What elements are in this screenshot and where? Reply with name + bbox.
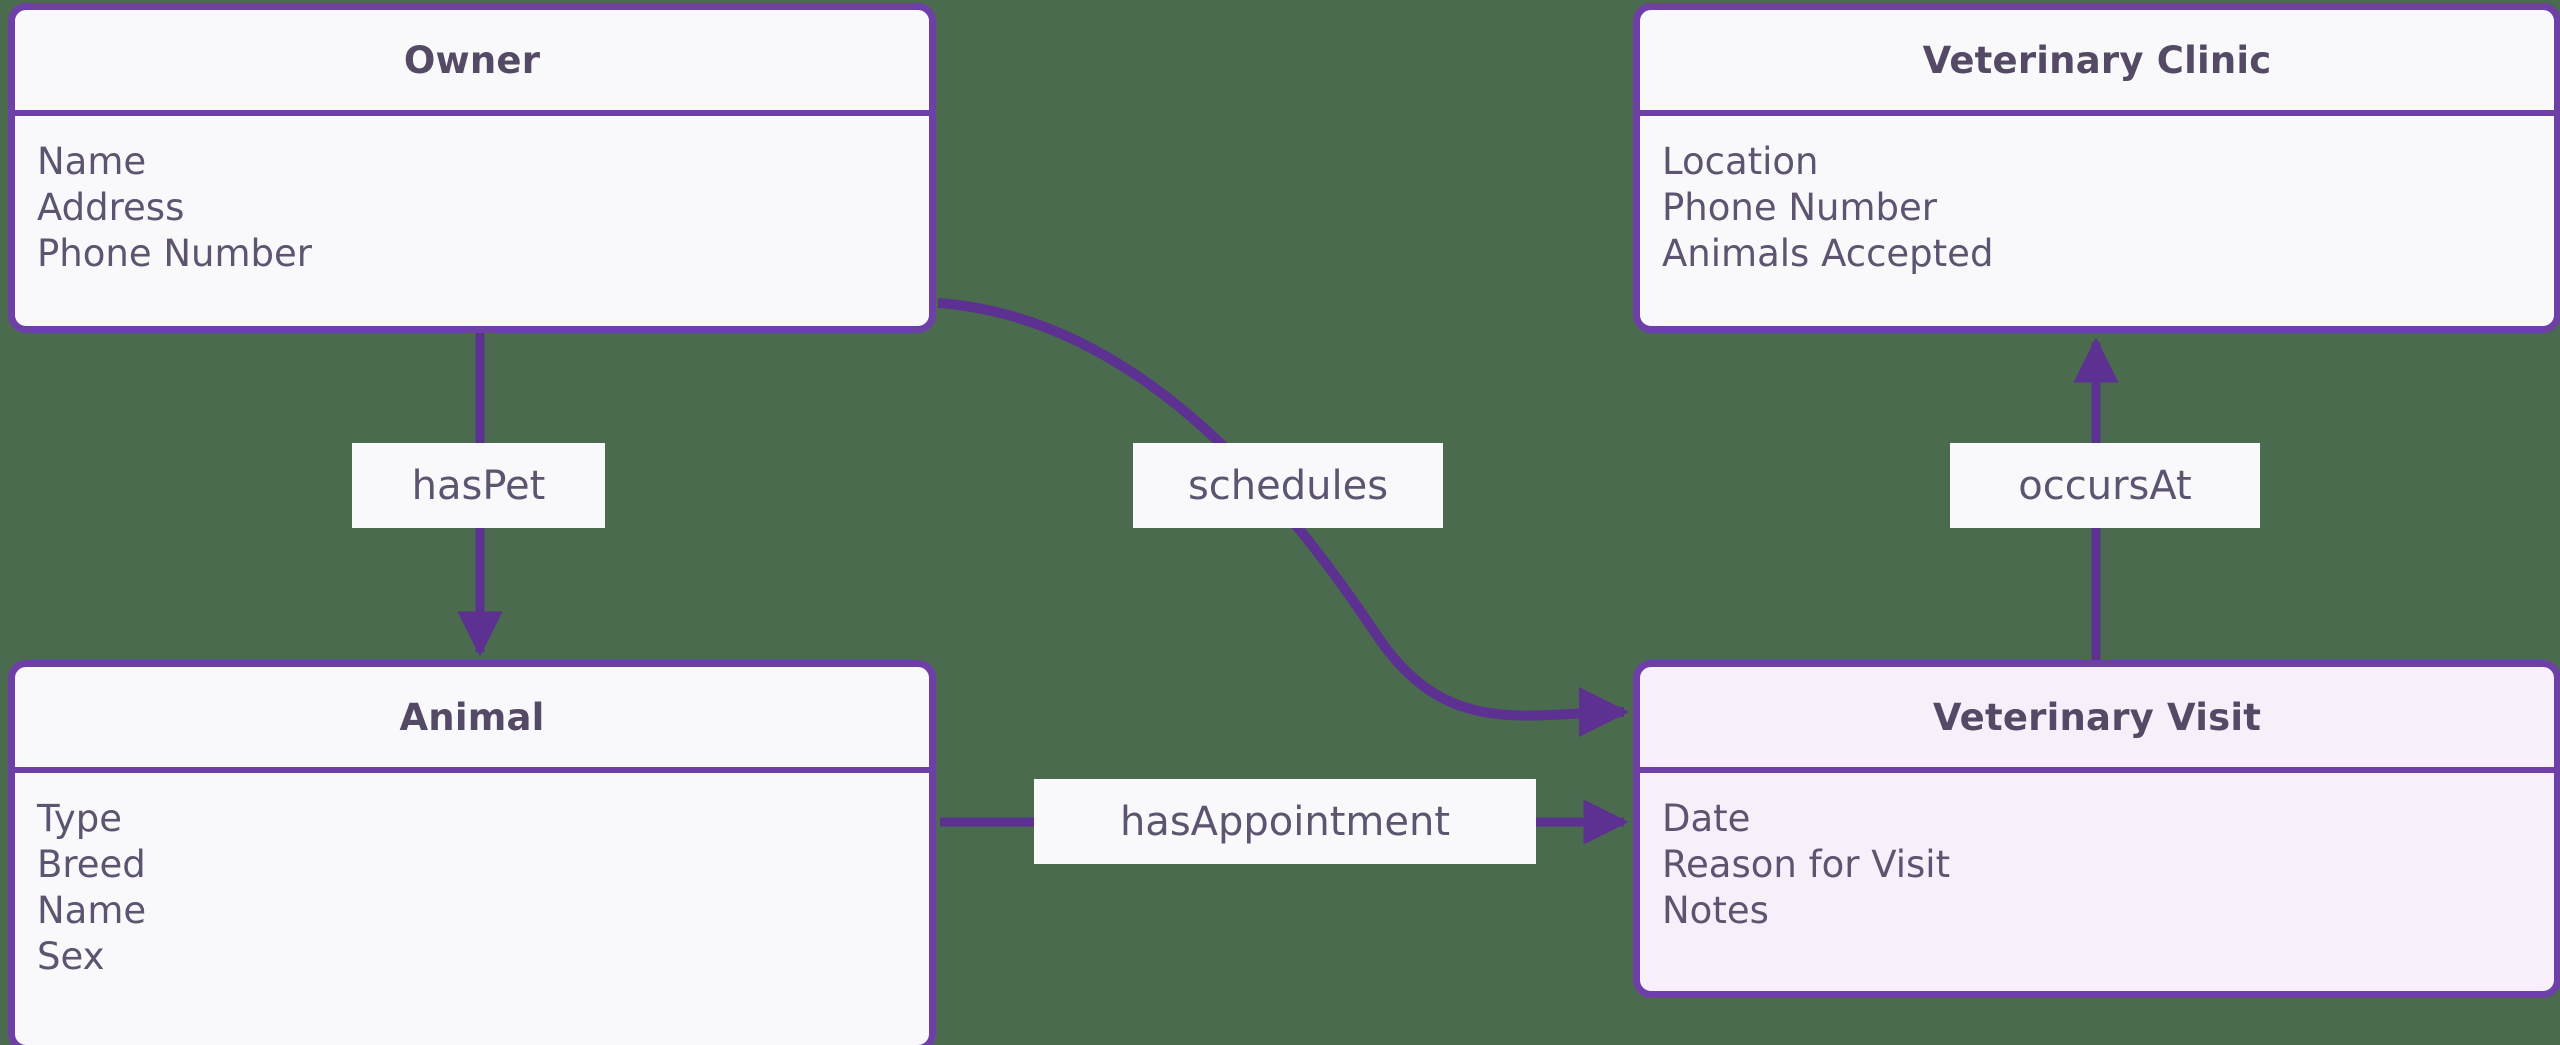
entity-veterinary-clinic-attributes: Location Phone Number Animals Accepted [1640,116,2554,274]
attribute-row: Phone Number [37,231,313,275]
entity-animal-title: Animal [399,695,545,739]
entity-veterinary-clinic-divider [1640,110,2554,116]
attribute-row: Phone Number [1662,185,1938,229]
entity-veterinary-clinic[interactable]: Veterinary Clinic Location Phone Number … [1633,3,2560,333]
attribute-row: Name [37,888,147,932]
relationship-label-occursat[interactable]: occursAt [1950,443,2260,528]
attribute-row: Type [37,797,122,840]
attribute-row: Sex [37,934,105,978]
edge-schedules [937,298,1629,738]
attribute-row: Breed [37,842,146,886]
entity-animal-attributes: Type Breed Name Sex [15,773,929,977]
attribute-row: Location [1662,140,1819,183]
entity-owner-divider [15,110,929,116]
attribute-row: Animals Accepted [1662,231,1994,275]
relationship-label-hasappointment[interactable]: hasAppointment [1034,779,1536,864]
entity-owner-title: Owner [403,38,541,82]
attribute-row: Name [37,140,147,183]
entity-owner[interactable]: Owner Name Address Phone Number [8,3,936,333]
entity-animal[interactable]: Animal Type Breed Name Sex [8,660,936,1045]
entity-owner-attributes: Name Address Phone Number [15,116,929,274]
entity-veterinary-visit-divider [1640,767,2554,773]
relationship-label-schedules[interactable]: schedules [1133,443,1443,528]
entity-animal-divider [15,767,929,773]
attribute-row: Reason for Visit [1662,842,1951,886]
entity-veterinary-clinic-title: Veterinary Clinic [1922,38,2272,82]
relationship-label-haspet[interactable]: hasPet [352,443,605,528]
entity-veterinary-visit-attributes: Date Reason for Visit Notes [1640,773,2554,931]
attribute-row: Notes [1662,888,1769,932]
attribute-row: Address [37,185,185,229]
entity-veterinary-visit[interactable]: Veterinary Visit Date Reason for Visit N… [1633,660,2560,998]
attribute-row: Date [1662,797,1751,840]
entity-veterinary-visit-title: Veterinary Visit [1932,695,2262,739]
